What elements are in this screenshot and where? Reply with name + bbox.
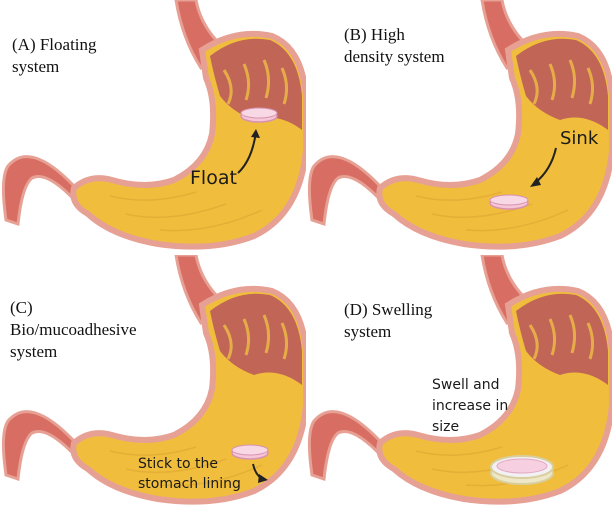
panel-d-label: (D) Swelling system <box>344 299 432 343</box>
panel-a-label: (A) Floating system <box>12 34 97 78</box>
panel-c-label: (C) Bio/mucoadhesive system <box>10 297 137 363</box>
panel-d-swelling: (D) Swelling system Swell and increase i… <box>306 255 612 510</box>
panel-c-mucoadhesive: (C) Bio/mucoadhesive system Stick to the… <box>0 255 306 510</box>
panel-b-high-density: (B) High density system Sink <box>306 0 612 255</box>
panel-b-label: (B) High density system <box>344 24 445 68</box>
stick-annotation: Stick to the stomach lining <box>138 454 241 494</box>
float-annotation: Float <box>190 167 237 189</box>
swell-annotation: Swell and increase in size <box>432 375 508 438</box>
sink-annotation: Sink <box>560 128 598 149</box>
panel-a-floating: (A) Floating system Float <box>0 0 306 255</box>
